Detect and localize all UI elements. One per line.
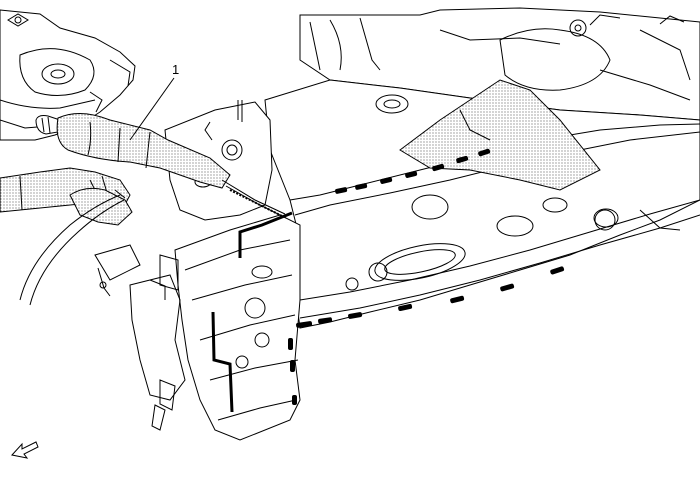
front-rail-bracket xyxy=(94,214,301,441)
sealer-application-path xyxy=(211,211,293,413)
radiator-support-panel xyxy=(264,79,700,329)
left-fender-apron xyxy=(0,9,136,141)
callout-leader-1 xyxy=(129,77,175,141)
callout-label-1: 1 xyxy=(172,62,180,77)
front-direction-arrow-icon xyxy=(11,441,39,459)
sealer-bead-marks xyxy=(288,148,565,405)
sealant-applicator-gun xyxy=(35,113,287,219)
technician-hands xyxy=(0,167,133,306)
